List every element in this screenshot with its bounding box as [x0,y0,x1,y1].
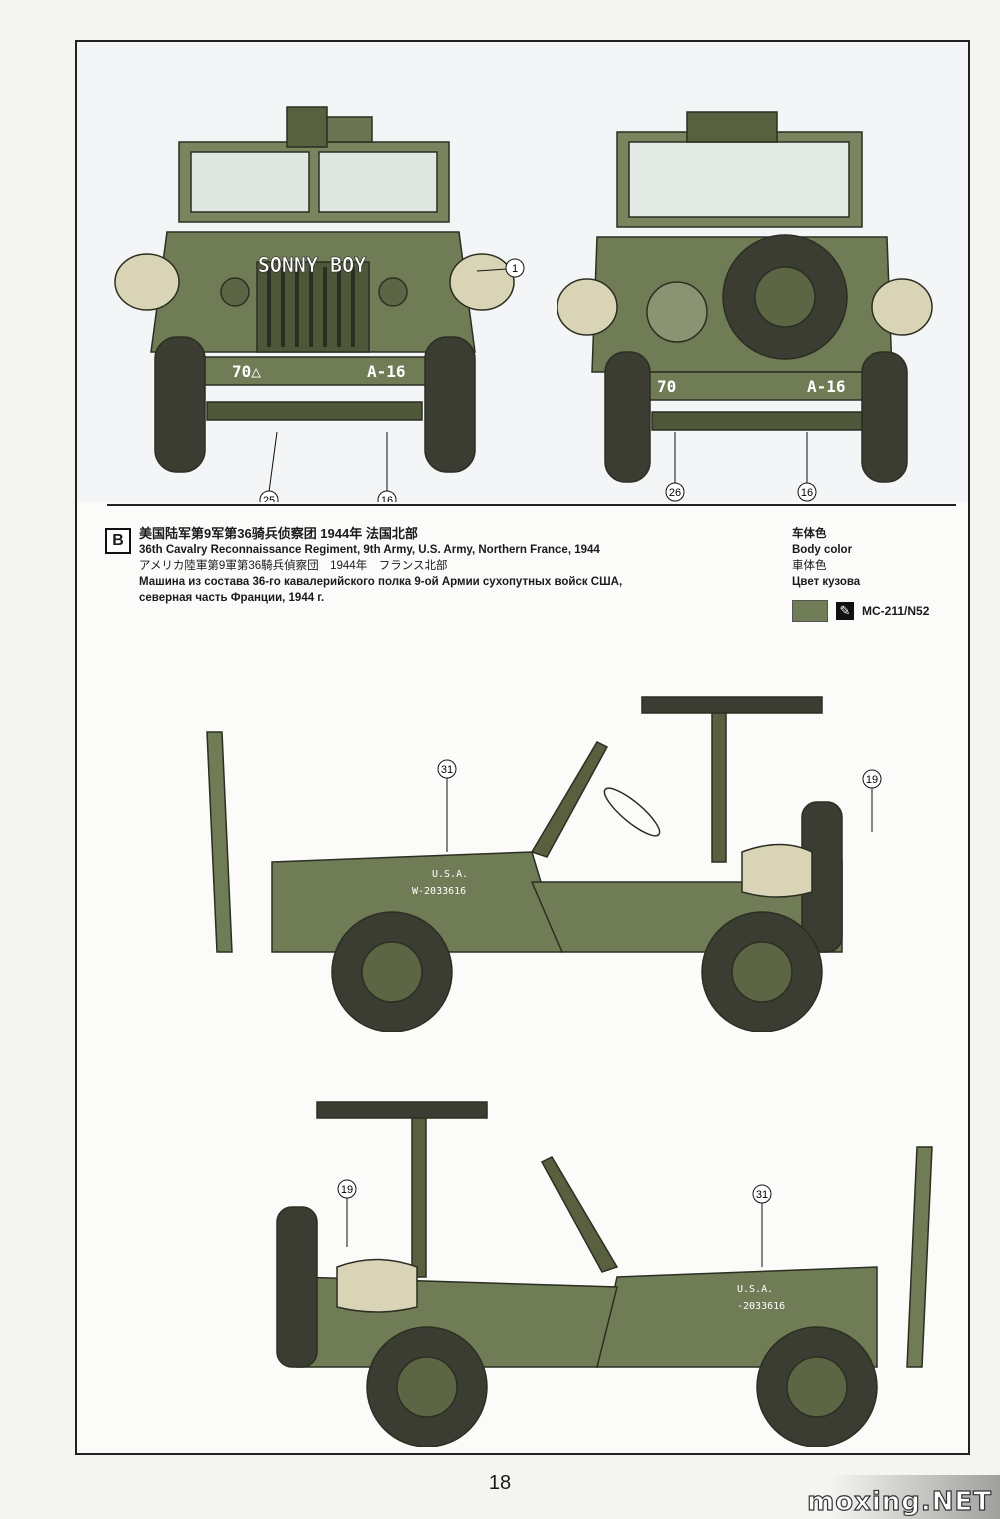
right-hood-text-2: -2033616 [737,1301,785,1312]
body-color-label-en: Body color [792,544,853,556]
section-divider [107,504,956,506]
section-caption: 美国陆军第9军第36骑兵侦察团 1944年 法国北部 36th Cavalry … [139,526,622,606]
callout-31-left: 31 [441,764,453,776]
callout-26: 26 [669,487,681,499]
watermark-logo: moxing.NET [807,1486,992,1517]
callout-19-left: 19 [866,774,878,786]
rear-bumper-left-text: 70 [657,377,676,396]
watermark-backdrop [830,1475,1000,1519]
body-color-label-jp: 車体色 [792,560,827,572]
callout-31-right: 31 [756,1189,768,1201]
instruction-page: SONNY BOY 70△ A-16 1 25 16 70 [75,40,970,1455]
jeep-rear-view: 70 A-16 26 16 [557,111,933,502]
color-code: MC-211/N52 [862,604,930,618]
callout-16-front: 16 [381,495,393,502]
caption-chinese: 美国陆军第9军第36骑兵侦察团 1944年 法国北部 [139,526,418,541]
section-letter: B [105,528,131,554]
jeep-front-view: SONNY BOY 70△ A-16 1 25 16 [114,106,525,502]
caption-english: 36th Cavalry Reconnaissance Regiment, 9t… [139,544,600,556]
front-bumper-right-text: A-16 [367,362,406,381]
caption-russian-2: северная часть Франции, 1944 г. [139,592,325,604]
jeep-right-side-view: U.S.A. -2033616 19 31 [276,1101,933,1447]
left-hood-text-1: U.S.A. [432,869,468,880]
caption-japanese: アメリカ陸軍第9軍第36騎兵偵察団 1944年 フランス北部 [139,560,448,572]
paint-brush-icon: ✎ [836,602,854,620]
front-name-plate: SONNY BOY [258,253,366,277]
page-number: 18 [488,1472,512,1494]
body-color-label-cn: 车体色 [792,528,827,540]
color-swatch-row: ✎ MC-211/N52 [792,600,929,622]
front-bumper-left-text: 70△ [232,362,261,381]
right-hood-text-1: U.S.A. [737,1284,773,1295]
jeep-left-side-view: U.S.A. W-2033616 31 19 [206,696,882,1032]
rear-bumper-right-text: A-16 [807,377,846,396]
caption-russian-1: Машина из состава 36-го кавалерийского п… [139,576,623,588]
left-hood-text-2: W-2033616 [412,886,466,897]
callout-19-right: 19 [341,1184,353,1196]
callout-16-rear: 16 [801,487,813,499]
callout-1: 1 [512,263,518,275]
body-color-swatch [792,600,828,622]
callout-25: 25 [263,495,275,502]
body-color-label-ru: Цвет кузова [792,576,861,588]
body-color-legend: 车体色 Body color 車体色 Цвет кузова [792,526,860,590]
